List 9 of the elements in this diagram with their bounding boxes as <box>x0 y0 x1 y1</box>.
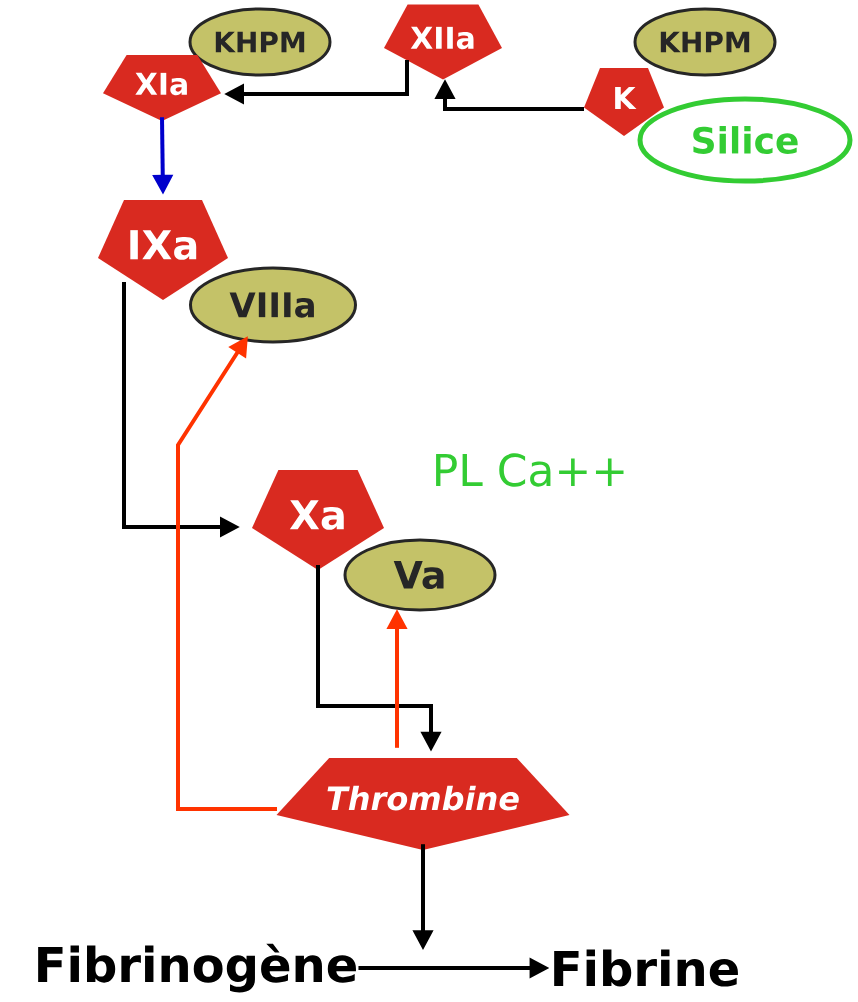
enzyme-hexagon: Thrombine <box>276 758 570 850</box>
enzyme-pentagon: IXa <box>98 200 228 300</box>
enzyme-pentagon: XIa <box>103 55 221 121</box>
enzyme-pentagon: K <box>584 68 664 136</box>
enzyme-pentagon: Xa <box>252 470 384 570</box>
cofactor-label: PL Ca++ <box>436 453 624 487</box>
enzyme-pentagon: XIIa <box>384 4 502 80</box>
substrate-text: Fibrine <box>554 949 738 987</box>
substrate-text: Fibrinogène <box>38 943 356 993</box>
